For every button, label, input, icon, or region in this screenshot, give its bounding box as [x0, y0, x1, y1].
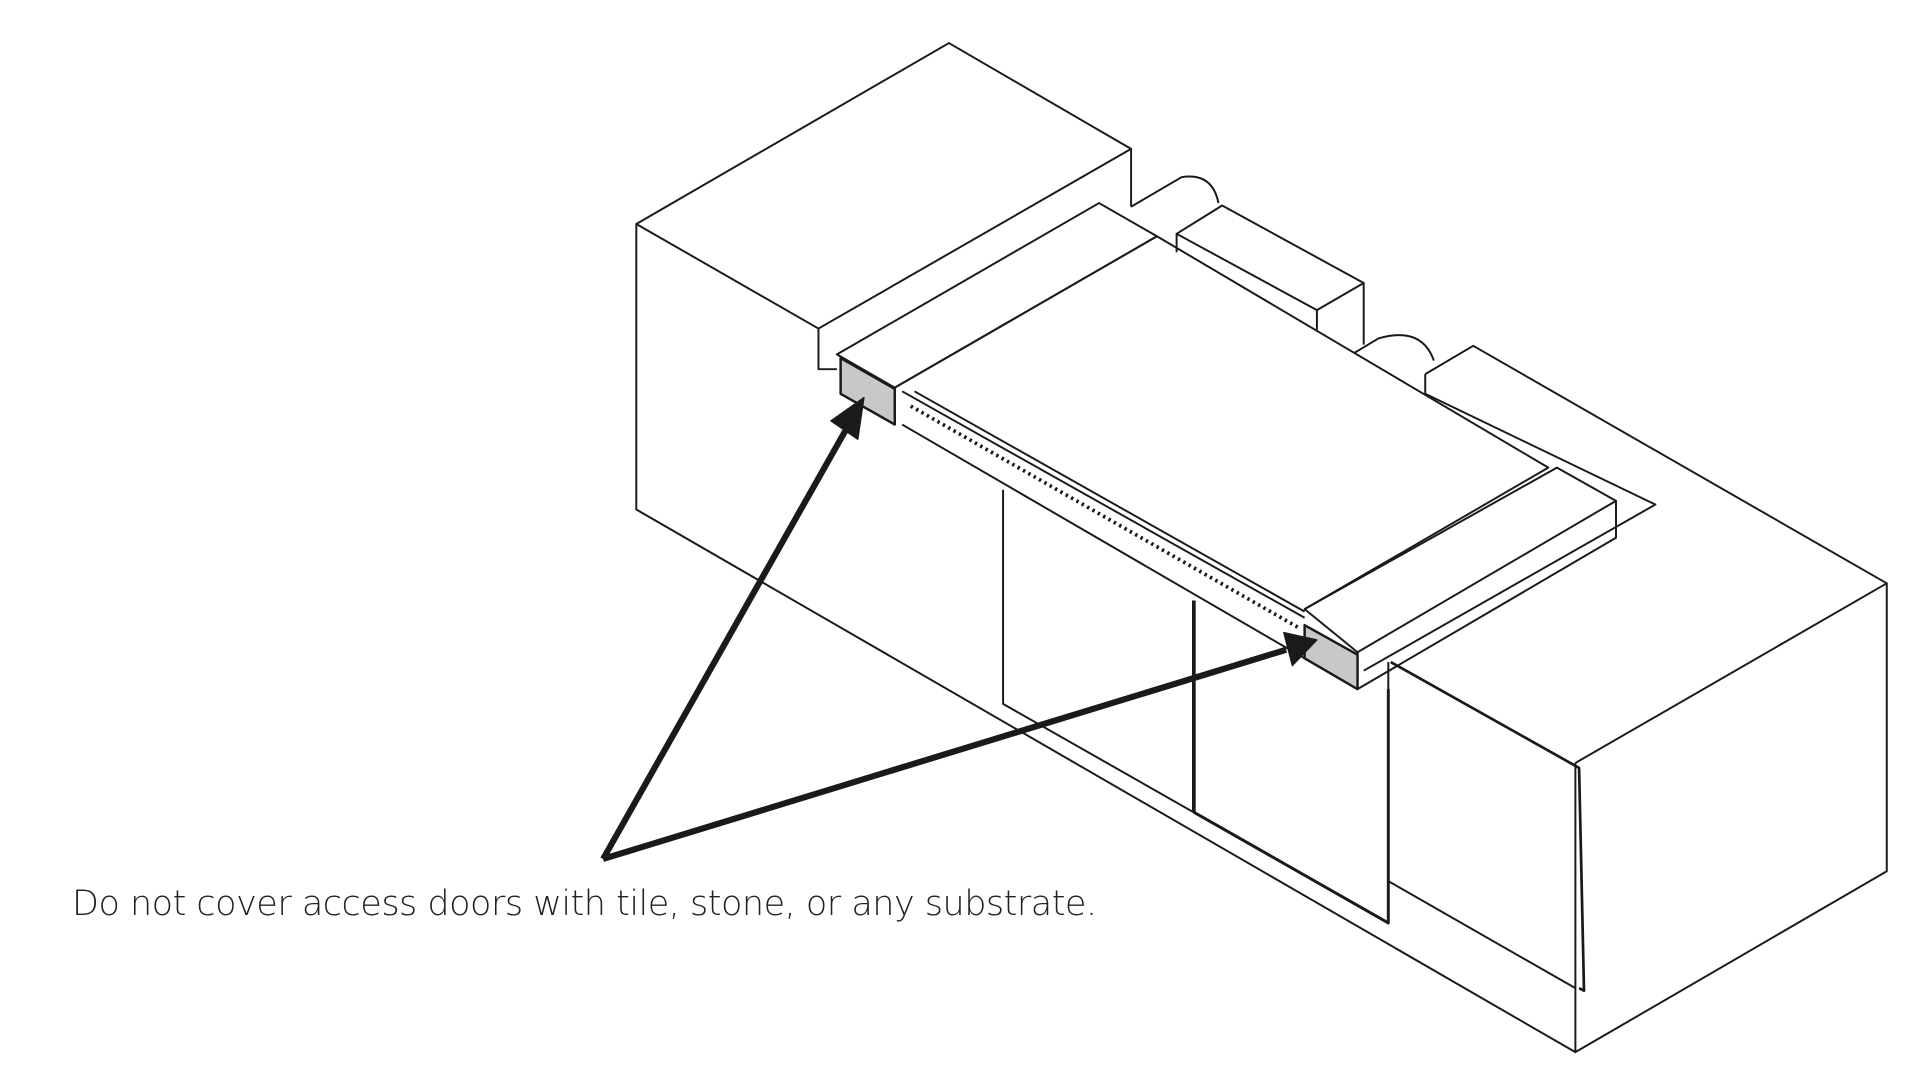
- access-door-right: [1303, 623, 1359, 691]
- callout-arrows: [600, 396, 1318, 862]
- left-block: [635, 42, 1576, 1054]
- access-door-left: [839, 356, 897, 426]
- right-block: [1363, 344, 1888, 1054]
- burner-channel: [835, 202, 1617, 691]
- warning-caption: Do not cover access doors with tile, sto…: [72, 884, 1097, 924]
- arrowhead-right: [1283, 631, 1318, 667]
- arrowhead-left: [830, 396, 865, 440]
- cabinet-front: [1002, 489, 1390, 925]
- back-components: [1130, 175, 1435, 394]
